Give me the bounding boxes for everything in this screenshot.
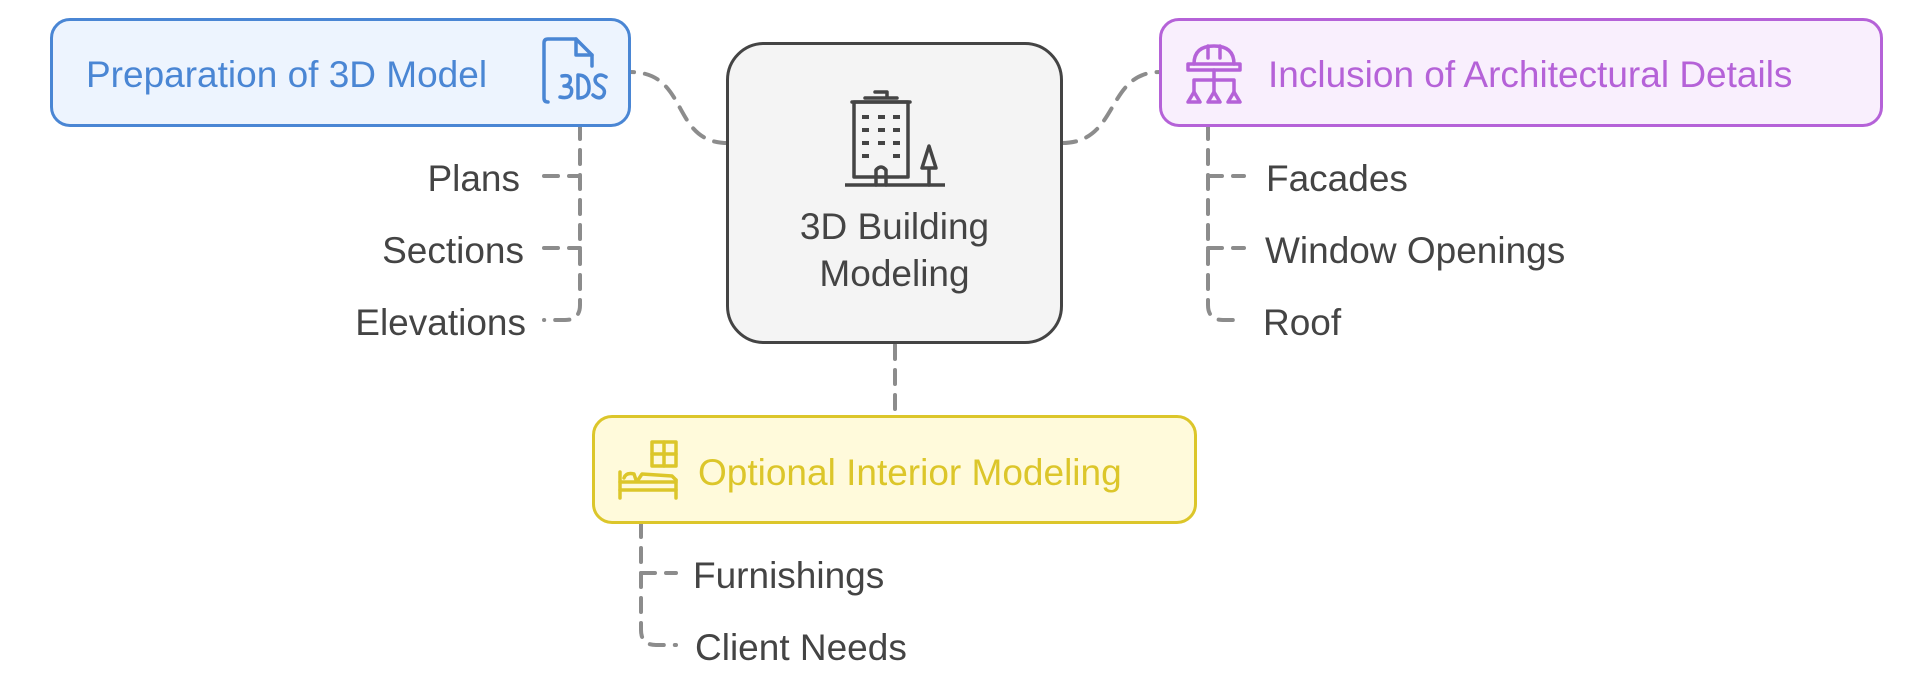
interior-label: Optional Interior Modeling bbox=[698, 452, 1122, 493]
architectural-item-facades: Facades bbox=[1266, 158, 1408, 199]
center-label-line2: Modeling bbox=[819, 253, 970, 294]
connector-plans bbox=[542, 123, 582, 322]
interior-item-client-needs: Client Needs bbox=[695, 627, 907, 668]
3ds-file-icon bbox=[542, 37, 608, 104]
center-label-line1: 3D Building bbox=[799, 206, 990, 247]
connector-center-preparation bbox=[628, 70, 730, 145]
preparation-item-plans: Plans bbox=[427, 158, 520, 199]
preparation-node bbox=[50, 18, 631, 127]
architectural-label: Inclusion of Architectural Details bbox=[1268, 54, 1793, 95]
preparation-item-elevations: Elevations bbox=[355, 302, 526, 343]
bed-furniture-icon bbox=[618, 440, 678, 500]
connector-furnishings bbox=[639, 521, 678, 647]
connector-center-architectural bbox=[1060, 70, 1162, 145]
preparation-item-sections: Sections bbox=[382, 230, 524, 271]
architectural-item-window-openings: Window Openings bbox=[1265, 230, 1566, 271]
preparation-label: Preparation of 3D Model bbox=[86, 54, 488, 95]
hard-hat-network-icon bbox=[1186, 44, 1242, 104]
center-node bbox=[726, 42, 1063, 344]
interior-node bbox=[592, 415, 1197, 524]
architectural-node bbox=[1159, 18, 1883, 127]
interior-item-furnishings: Furnishings bbox=[693, 555, 885, 596]
building-icon bbox=[845, 90, 945, 187]
connector-facades bbox=[1206, 123, 1244, 322]
architectural-item-roof: Roof bbox=[1263, 302, 1342, 343]
